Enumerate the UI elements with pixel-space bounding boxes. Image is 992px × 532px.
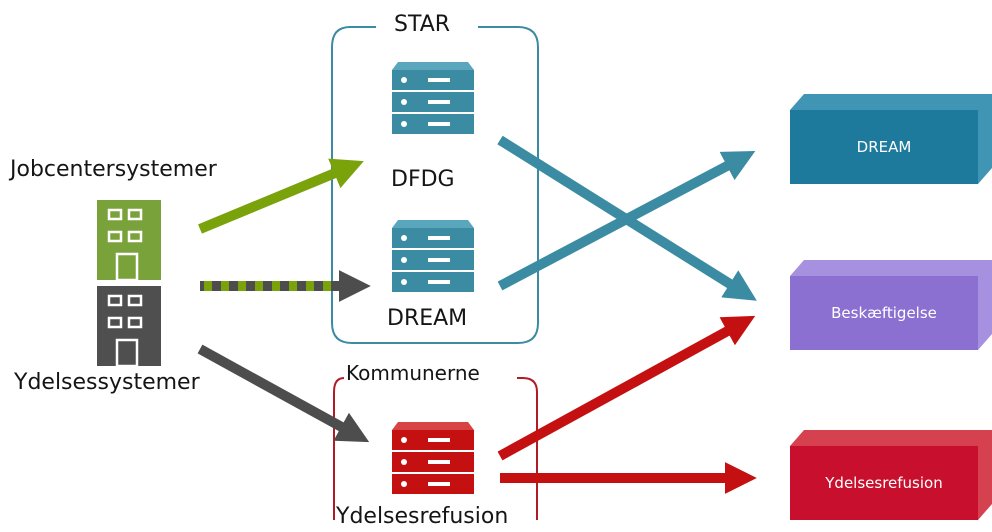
- star-group-frame: [331, 26, 539, 344]
- target-dream-label: DREAM: [856, 138, 912, 156]
- ydelsessystemer-label: Ydelsessystemer: [14, 370, 200, 395]
- arrow-jobcenter-to-dfdg: [198, 158, 364, 234]
- kommunerne-group-frame: [333, 377, 538, 520]
- target-box-beskaeftigelse: [790, 260, 992, 350]
- target-ydelsesrefusion-label: Ydelsesrefusion: [825, 474, 943, 492]
- target-beskaeftigelse-label: Beskæftigelse: [831, 304, 937, 322]
- dream-server-label: DREAM: [387, 306, 468, 331]
- server-icon: [392, 62, 474, 134]
- dfdg-server-label: DFDG: [391, 167, 455, 192]
- kommunerne-group-label: Kommunerne: [344, 361, 482, 385]
- arrow-ydelsesrefusion-to-beskaeftigelse: [497, 315, 756, 461]
- server-icon: [392, 422, 474, 494]
- arrow-dream-to-dream: [497, 151, 756, 291]
- target-box-dream: [790, 94, 992, 184]
- server-icon: [392, 220, 474, 292]
- arrow-ydelse-to-ydelsesrefusion: [197, 344, 370, 443]
- building-icon: [97, 200, 161, 282]
- building-icon: [97, 286, 161, 368]
- star-group-label: STAR: [394, 12, 451, 37]
- target-box-ydelsesrefusion: [790, 430, 992, 520]
- jobcentersystemer-label: Jobcentersystemer: [10, 157, 217, 182]
- ydelsesrefusion-server-label: Ydelsesrefusion: [335, 504, 510, 529]
